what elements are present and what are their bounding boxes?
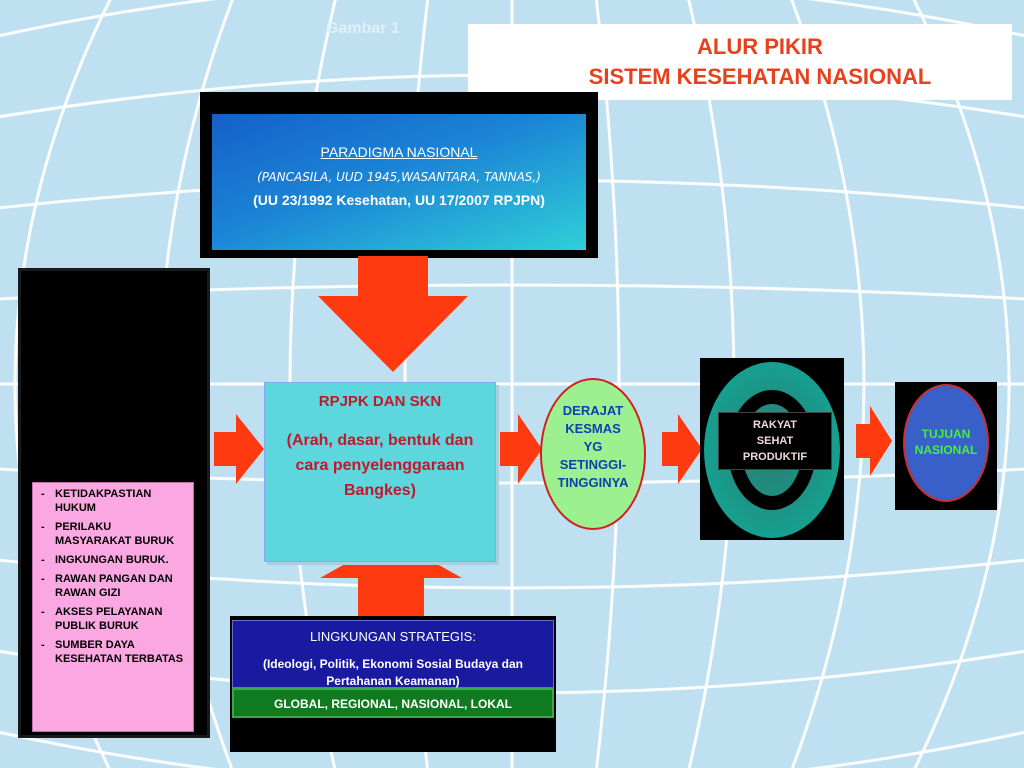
arrow-right-to-rakyat (662, 414, 702, 484)
rakyat-line: SEHAT (756, 435, 794, 447)
problem-item: AKSES PELAYANAN PUBLIK BURUK (41, 605, 189, 633)
paradigm-box: PARADIGMA NASIONAL (PANCASILA, UUD 1945,… (212, 114, 586, 250)
rakyat-line: RAKYAT (752, 419, 797, 431)
tujuan-line: NASIONAL (914, 443, 978, 457)
paradigm-values: (PANCASILA, UUD 1945,WASANTARA, TANNAS,) (257, 170, 541, 184)
problem-item: SUMBER DAYA KESEHATAN TERBATAS (41, 638, 189, 666)
derajat-line: SETINGGI- (559, 457, 627, 472)
paradigm-laws: (UU 23/1992 Kesehatan, UU 17/2007 RPJPN) (253, 192, 545, 208)
title-line-2: SISTEM KESEHATAN NASIONAL (588, 64, 932, 89)
derajat-line: KESMAS (565, 421, 621, 436)
problem-item: RAWAN PANGAN DAN RAWAN GIZI (41, 572, 189, 600)
levels-bar: GLOBAL, REGIONAL, NASIONAL, LOKAL (232, 688, 554, 718)
derajat-line: YG (583, 439, 603, 454)
title-line-1: ALUR PIKIR (697, 34, 823, 59)
problem-item: KETIDAKPASTIAN HUKUM (41, 487, 189, 515)
problem-item: PERILAKU MASYARAKAT BURUK (41, 520, 189, 548)
arrow-right-to-derajat (500, 414, 542, 484)
rakyat-box: RAKYAT SEHAT PRODUKTIF (718, 412, 832, 470)
paradigm-heading: PARADIGMA NASIONAL (320, 144, 478, 160)
title-box: ALUR PIKIR SISTEM KESEHATAN NASIONAL (468, 24, 1012, 100)
derajat-line: TINGGINYA (557, 475, 629, 490)
arrow-right-to-rpjpk (214, 414, 264, 484)
tujuan-line: TUJUAN (921, 427, 971, 441)
lingkungan-box: LINGKUNGAN STRATEGIS: (Ideologi, Politik… (232, 620, 554, 688)
arrow-down-from-paradigm (318, 256, 468, 372)
rpjpk-heading: RPJPK DAN SKN (318, 393, 442, 410)
tujuan-oval (903, 384, 989, 502)
tujuan-label: TUJUAN NASIONAL (898, 426, 994, 458)
problems-box: KETIDAKPASTIAN HUKUM PERILAKU MASYARAKAT… (32, 482, 194, 732)
arrow-right-to-tujuan (856, 406, 892, 476)
derajat-line: DERAJAT (562, 403, 624, 418)
figure-label: Gambar 1 (326, 20, 400, 37)
derajat-oval: DERAJAT KESMAS YG SETINGGI- TINGGINYA (540, 378, 646, 530)
lingkungan-body: (Ideologi, Politik, Ekonomi Sosial Buday… (262, 657, 524, 688)
rpjpk-body: (Arah, dasar, bentuk dan cara penyelengg… (286, 432, 474, 499)
rakyat-line: PRODUKTIF (742, 451, 808, 463)
lingkungan-heading: LINGKUNGAN STRATEGIS: (310, 629, 476, 644)
problem-item: INGKUNGAN BURUK. (41, 553, 189, 567)
rpjpk-box: RPJPK DAN SKN (Arah, dasar, bentuk dan c… (264, 382, 496, 562)
